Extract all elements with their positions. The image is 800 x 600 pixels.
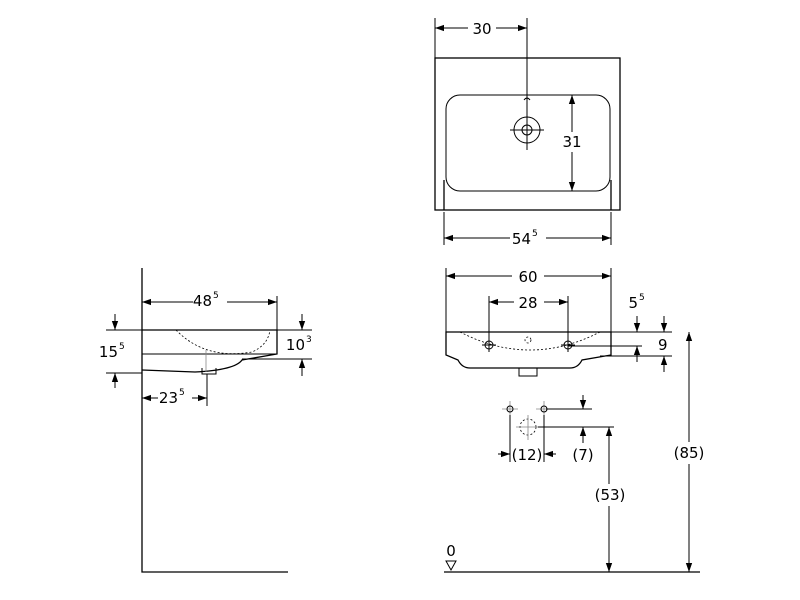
bowl-hidden-front bbox=[459, 331, 601, 351]
dim-rim-height: (85) bbox=[674, 444, 705, 462]
svg-text:3: 3 bbox=[306, 335, 312, 345]
overflow-icon bbox=[524, 336, 532, 344]
wall-line bbox=[141, 268, 288, 573]
dim-bowl-depth: 31 bbox=[562, 133, 581, 151]
dim-supply-height: (53) bbox=[595, 486, 626, 504]
waste-fitting-side bbox=[201, 368, 217, 375]
basin-profile-front bbox=[445, 331, 612, 369]
dim-waste-offset: 23 bbox=[159, 389, 178, 407]
basin-profile-side bbox=[141, 329, 278, 373]
dim-overall-width: 60 bbox=[518, 268, 537, 286]
bowl-outline bbox=[445, 94, 611, 192]
side-view: 48 5 15 5 10 3 23 5 bbox=[99, 268, 312, 573]
dim-side-rim: 10 bbox=[286, 336, 305, 354]
dim-fixing-spacing: 28 bbox=[518, 294, 537, 312]
fixing-hole-left-icon bbox=[482, 338, 496, 352]
wall-edge-lines bbox=[443, 180, 612, 210]
dim-tap-offset: 30 bbox=[472, 20, 491, 38]
floor-label: 0 bbox=[446, 542, 456, 560]
dim-supply-offset: (7) bbox=[572, 446, 593, 464]
dim-side-height: 15 bbox=[99, 343, 118, 361]
top-view: 30 31 54 5 bbox=[434, 18, 621, 248]
fixing-hole-right-icon bbox=[561, 338, 575, 352]
dim-side-depth: 48 bbox=[193, 292, 212, 310]
front-view: 0 60 28 5 5 9 bbox=[444, 266, 708, 573]
svg-text:5: 5 bbox=[532, 229, 538, 239]
supply-valve-left-icon bbox=[502, 401, 518, 417]
svg-text:5: 5 bbox=[213, 291, 219, 301]
floor-marker-icon bbox=[445, 560, 457, 572]
waste-fitting-front bbox=[518, 368, 538, 377]
dim-bowl-width: 54 bbox=[512, 230, 531, 248]
dim-supply-spacing: (12) bbox=[512, 446, 543, 464]
bowl-hidden-side bbox=[175, 329, 271, 355]
dim-rim-offset: 5 bbox=[628, 294, 638, 312]
svg-text:5: 5 bbox=[179, 388, 185, 398]
waste-outlet-icon bbox=[516, 415, 540, 440]
dim-basin-height: 9 bbox=[658, 336, 668, 354]
svg-text:5: 5 bbox=[119, 342, 125, 352]
svg-text:5: 5 bbox=[639, 293, 645, 303]
